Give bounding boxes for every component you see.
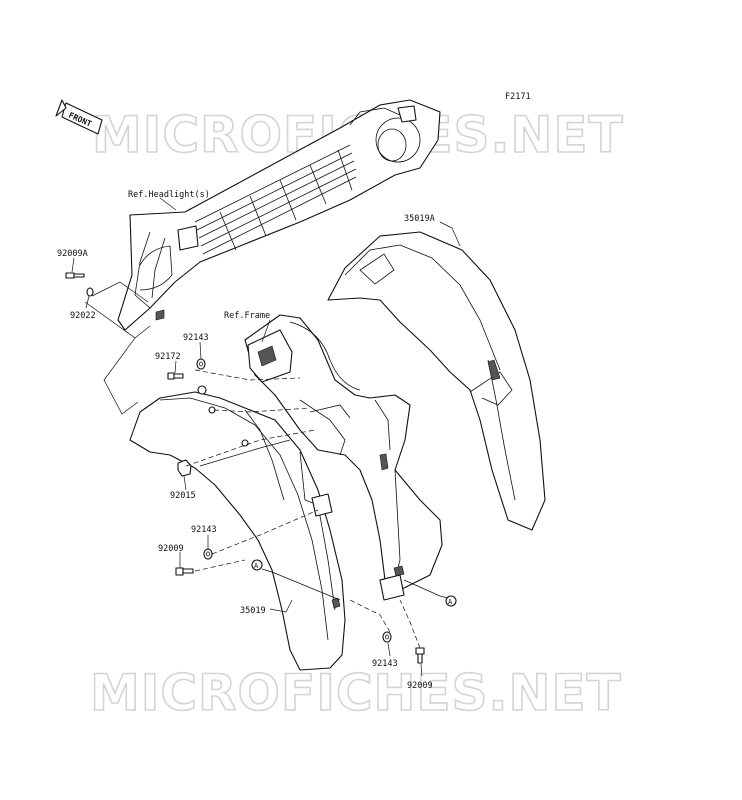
marker-a-left: A [251, 559, 263, 571]
callout-92143-mid: 92143 [191, 525, 217, 535]
headlight-cover-part [117, 99, 441, 331]
side-fairing-35019A [327, 231, 546, 531]
ref-headlight-label: Ref.Headlight(s) [128, 190, 210, 200]
figure-code: F2171 [505, 92, 531, 102]
callout-92009-left: 92009 [158, 544, 184, 554]
marker-a-right: A [445, 595, 457, 607]
callout-35019A: 35019A [404, 214, 435, 224]
screw-92172-icon [167, 372, 184, 380]
bolt-92009-bottom-icon [415, 647, 425, 664]
front-arrow-icon: FRONT [55, 99, 103, 135]
bolt-92009A-icon [65, 272, 85, 279]
svg-text:A: A [448, 598, 453, 606]
collar-92143-bottom-icon [382, 631, 392, 643]
callout-92022: 92022 [70, 311, 96, 321]
callout-92009-bottom: 92009 [407, 681, 433, 691]
callout-92143-bottom: 92143 [372, 659, 398, 669]
ref-frame-label: Ref.Frame [224, 311, 270, 321]
leader-lines [71, 197, 461, 677]
grille-slats [194, 144, 357, 255]
watermark-bottom: MICROFICHES.NET [90, 664, 622, 722]
frame-bracket [244, 314, 443, 601]
washer-92022-icon [86, 287, 94, 297]
collar-92143-mid-icon [203, 548, 213, 560]
bolt-92009-left-icon [175, 567, 194, 576]
callout-92009A: 92009A [57, 249, 88, 259]
callout-92143-top: 92143 [183, 333, 209, 343]
callout-92172: 92172 [155, 352, 181, 362]
callout-92015: 92015 [170, 491, 196, 501]
collar-92143-top-icon [196, 358, 206, 370]
assembly-dashed-lines [185, 369, 421, 649]
nut-92015-icon [177, 459, 192, 477]
callout-35019: 35019 [240, 606, 266, 616]
svg-text:A: A [254, 562, 259, 570]
